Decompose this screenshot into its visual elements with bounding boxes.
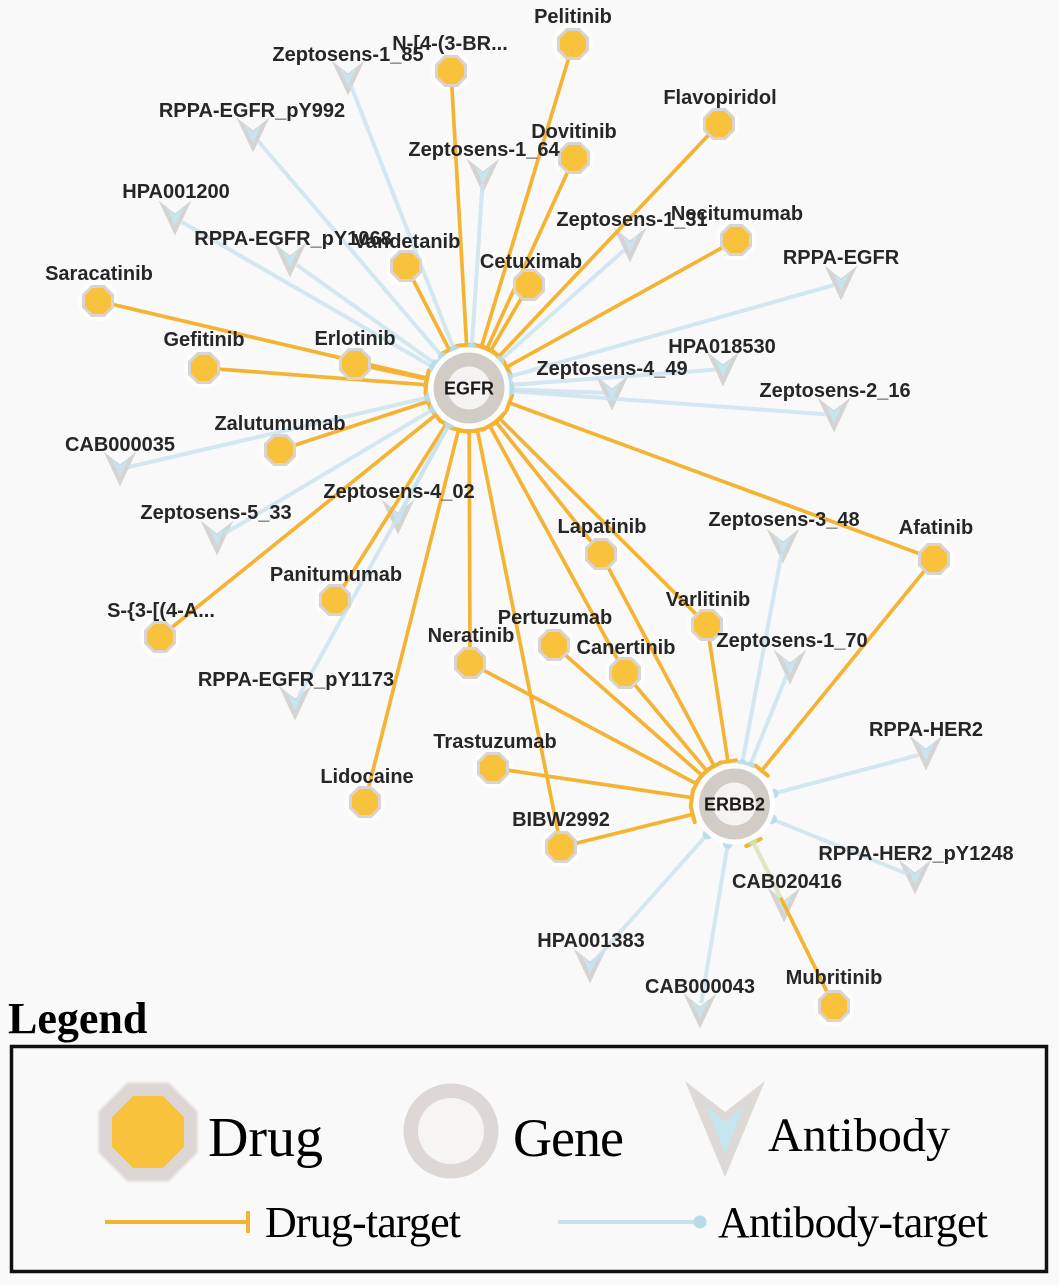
svg-text:Zeptosens-1_31: Zeptosens-1_31 bbox=[556, 209, 707, 231]
svg-text:Vandetanib: Vandetanib bbox=[354, 231, 461, 253]
svg-text:Zeptosens-5_33: Zeptosens-5_33 bbox=[140, 502, 291, 524]
svg-text:Dovitinib: Dovitinib bbox=[531, 121, 617, 143]
svg-text:HPA001383: HPA001383 bbox=[537, 930, 644, 952]
svg-text:RPPA-EGFR_pY1173: RPPA-EGFR_pY1173 bbox=[198, 669, 394, 691]
svg-text:N-[4-(3-BR...: N-[4-(3-BR... bbox=[392, 33, 508, 55]
svg-text:Drug-target: Drug-target bbox=[265, 1198, 461, 1247]
svg-text:RPPA-EGFR: RPPA-EGFR bbox=[783, 247, 900, 269]
svg-text:Antibody: Antibody bbox=[768, 1109, 950, 1162]
svg-text:Zeptosens-1_70: Zeptosens-1_70 bbox=[716, 630, 867, 652]
svg-text:Zeptosens-4_02: Zeptosens-4_02 bbox=[323, 481, 474, 503]
svg-text:Gefitinib: Gefitinib bbox=[163, 329, 244, 351]
svg-text:Zeptosens-1_64: Zeptosens-1_64 bbox=[408, 139, 560, 161]
svg-text:Pelitinib: Pelitinib bbox=[534, 6, 612, 28]
svg-text:Trastuzumab: Trastuzumab bbox=[433, 731, 556, 753]
svg-text:Zeptosens-2_16: Zeptosens-2_16 bbox=[759, 380, 910, 402]
svg-text:Canertinib: Canertinib bbox=[577, 637, 676, 659]
svg-text:Erlotinib: Erlotinib bbox=[314, 328, 395, 350]
svg-text:S-{3-[(4-A...: S-{3-[(4-A... bbox=[107, 600, 215, 622]
svg-text:Pertuzumab: Pertuzumab bbox=[498, 607, 612, 629]
svg-text:Cetuximab: Cetuximab bbox=[480, 251, 582, 273]
svg-text:CAB000035: CAB000035 bbox=[65, 434, 175, 456]
svg-text:CAB020416: CAB020416 bbox=[732, 871, 842, 893]
svg-text:Zalutumumab: Zalutumumab bbox=[214, 413, 345, 435]
svg-text:RPPA-HER2: RPPA-HER2 bbox=[869, 719, 983, 741]
svg-text:RPPA-EGFR_pY992: RPPA-EGFR_pY992 bbox=[159, 100, 345, 122]
svg-text:HPA018530: HPA018530 bbox=[668, 336, 775, 358]
svg-text:Mubritinib: Mubritinib bbox=[786, 967, 883, 989]
svg-text:HPA001200: HPA001200 bbox=[122, 181, 229, 203]
svg-text:BIBW2992: BIBW2992 bbox=[512, 809, 610, 831]
svg-text:Gene: Gene bbox=[513, 1108, 624, 1168]
svg-text:Antibody-target: Antibody-target bbox=[718, 1198, 988, 1247]
svg-text:ERBB2: ERBB2 bbox=[704, 795, 765, 815]
svg-text:Necitumumab: Necitumumab bbox=[671, 203, 803, 225]
svg-text:Flavopiridol: Flavopiridol bbox=[663, 87, 776, 109]
svg-text:Varlitinib: Varlitinib bbox=[666, 589, 750, 611]
svg-text:Lidocaine: Lidocaine bbox=[320, 766, 413, 788]
svg-text:Zeptosens-4_49: Zeptosens-4_49 bbox=[536, 358, 687, 380]
svg-text:Saracatinib: Saracatinib bbox=[45, 263, 153, 285]
svg-text:Drug: Drug bbox=[208, 1107, 323, 1169]
svg-text:Panitumumab: Panitumumab bbox=[270, 564, 402, 586]
svg-text:Afatinib: Afatinib bbox=[899, 517, 973, 539]
svg-text:Zeptosens-1_85: Zeptosens-1_85 bbox=[272, 44, 423, 66]
svg-text:Zeptosens-3_48: Zeptosens-3_48 bbox=[708, 509, 859, 531]
svg-text:Lapatinib: Lapatinib bbox=[558, 516, 647, 538]
svg-text:RPPA-EGFR_pY1068: RPPA-EGFR_pY1068 bbox=[194, 228, 391, 250]
svg-text:RPPA-HER2_pY1248: RPPA-HER2_pY1248 bbox=[818, 843, 1013, 865]
svg-text:EGFR: EGFR bbox=[444, 379, 494, 399]
svg-text:CAB000043: CAB000043 bbox=[645, 976, 755, 998]
svg-text:Neratinib: Neratinib bbox=[428, 625, 515, 647]
svg-text:Legend: Legend bbox=[8, 994, 147, 1043]
